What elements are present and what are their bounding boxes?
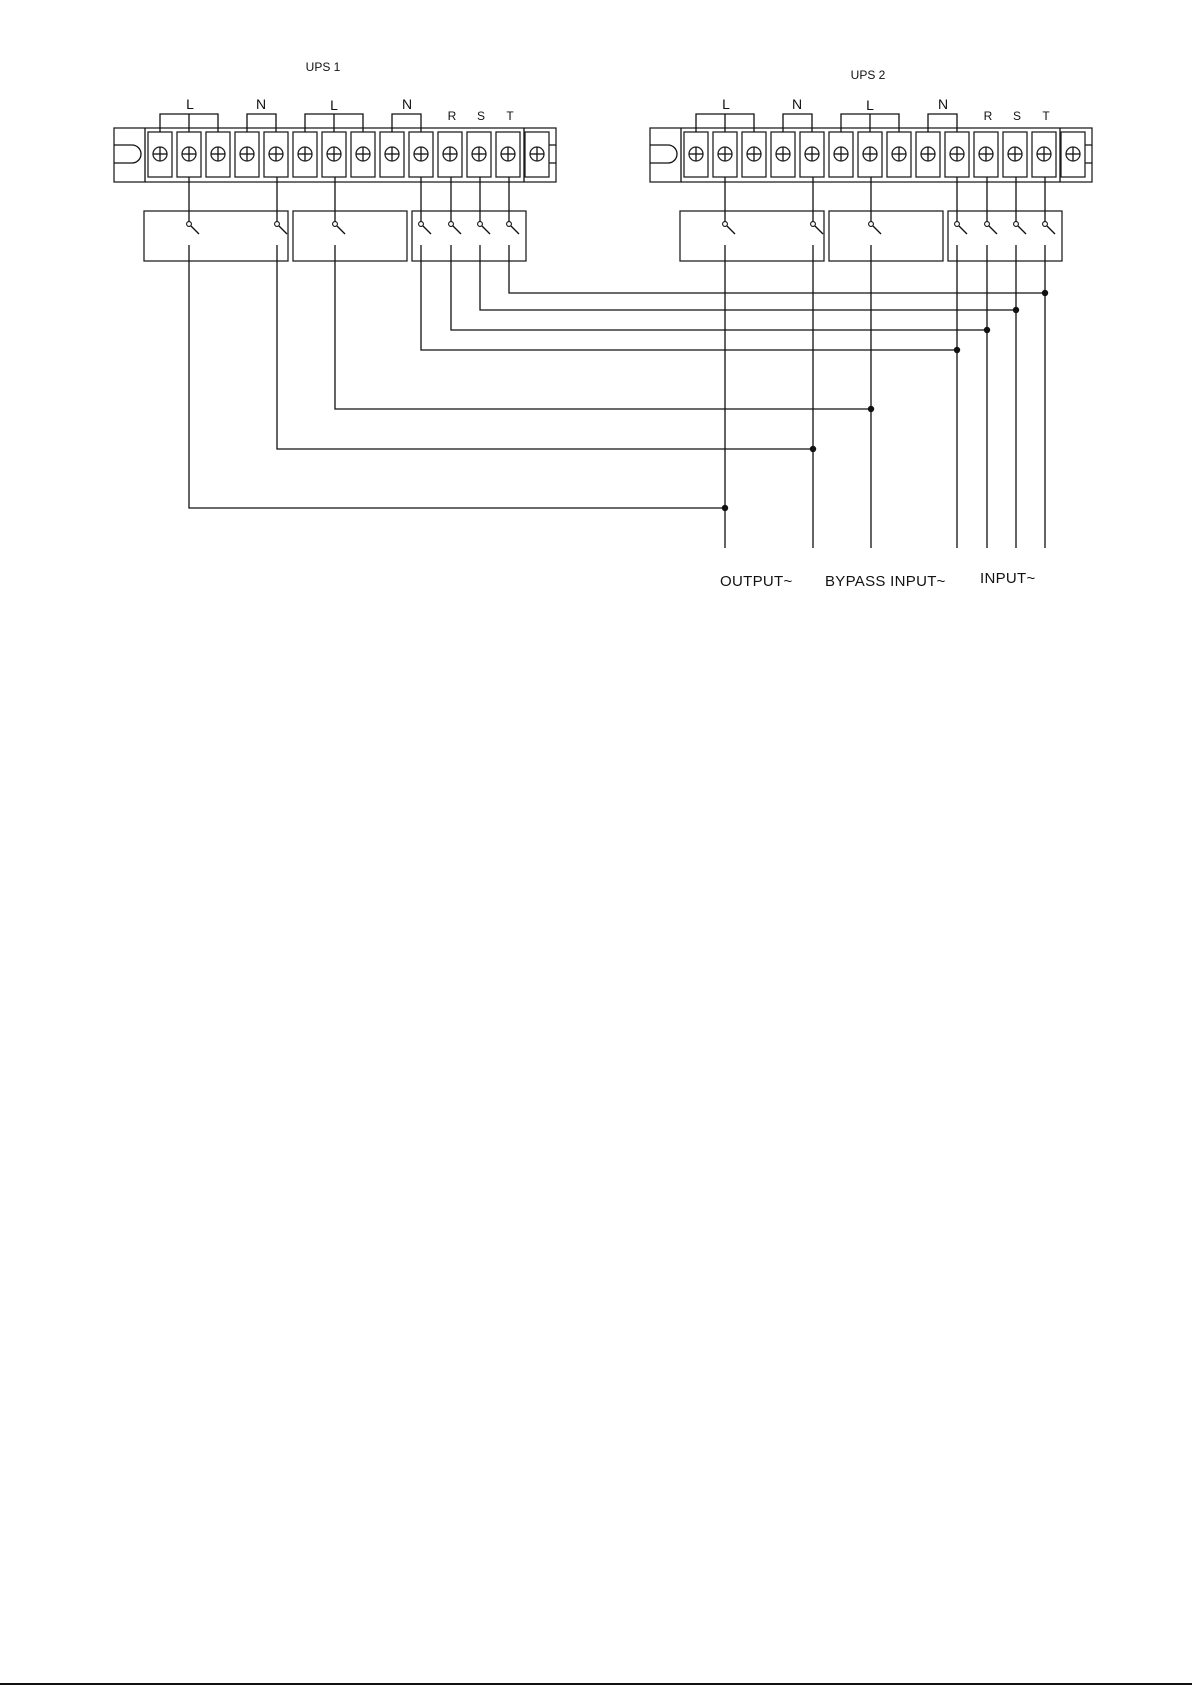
ups2-switch-contact-3 <box>869 222 874 227</box>
ups1-switch-contact-1 <box>187 222 192 227</box>
ups1-group-label-n1: N <box>256 96 266 112</box>
ups2-switch-contact-6 <box>1014 222 1019 227</box>
wire-output-line <box>189 245 725 508</box>
ups1-switch-contact-2 <box>275 222 280 227</box>
ups1-switch-contact-4 <box>419 222 424 227</box>
ups1-switch-contact-7 <box>507 222 512 227</box>
ups1-switch-contact-3 <box>333 222 338 227</box>
bypass-input-bus-label: BYPASS INPUT~ <box>825 573 946 590</box>
ups2-phase-label-r: R <box>984 109 993 123</box>
junction-phase-s <box>1013 307 1019 313</box>
ups2-switch-contact-5 <box>985 222 990 227</box>
ups2-group-label-n1: N <box>792 96 802 112</box>
output-bus-label: OUTPUT~ <box>720 573 793 590</box>
ups2-switch-contact-4 <box>955 222 960 227</box>
junction-phase-t <box>1042 290 1048 296</box>
ups1-breaker-box-2 <box>293 211 407 261</box>
junction-input-neutral <box>954 347 960 353</box>
ups1-group-label-n2: N <box>402 96 412 112</box>
input-bus-label: INPUT~ <box>980 570 1036 587</box>
ups1-switch-contact-5 <box>449 222 454 227</box>
ups2-switch-contact-2 <box>811 222 816 227</box>
ups2-group-label-l2: L <box>866 97 874 113</box>
ups2-breaker-box-2 <box>829 211 943 261</box>
junction-bypass-line <box>868 406 874 412</box>
ups2-switch-contact-1 <box>723 222 728 227</box>
ups2-breaker-box-1 <box>680 211 824 261</box>
ups2-phase-label-t: T <box>1042 109 1050 123</box>
ups1-phase-label-t: T <box>506 109 514 123</box>
parallel-interconnect-wiring <box>189 245 1048 548</box>
junction-phase-r <box>984 327 990 333</box>
ups2-group-label-l1: L <box>722 96 730 112</box>
ups1-group-label-l1: L <box>186 96 194 112</box>
ups1-breaker-box-1 <box>144 211 288 261</box>
ups1-phase-label-s: S <box>477 109 485 123</box>
wire-bypass-line <box>335 245 871 409</box>
ups1-switch-contact-6 <box>478 222 483 227</box>
ups2-terminal-block <box>650 114 1092 182</box>
ups1-title: UPS 1 <box>306 60 341 74</box>
ups1-terminal-block <box>114 114 556 182</box>
ups2-title: UPS 2 <box>851 68 886 82</box>
junction-output-neutral <box>810 446 816 452</box>
junction-output-line <box>722 505 728 511</box>
ups2-phase-label-s: S <box>1013 109 1021 123</box>
ups2-switch-contact-7 <box>1043 222 1048 227</box>
ups2-group-label-n2: N <box>938 96 948 112</box>
ups1-phase-label-r: R <box>448 109 457 123</box>
ups1-group-label-l2: L <box>330 97 338 113</box>
wire-output-neutral <box>277 245 813 449</box>
